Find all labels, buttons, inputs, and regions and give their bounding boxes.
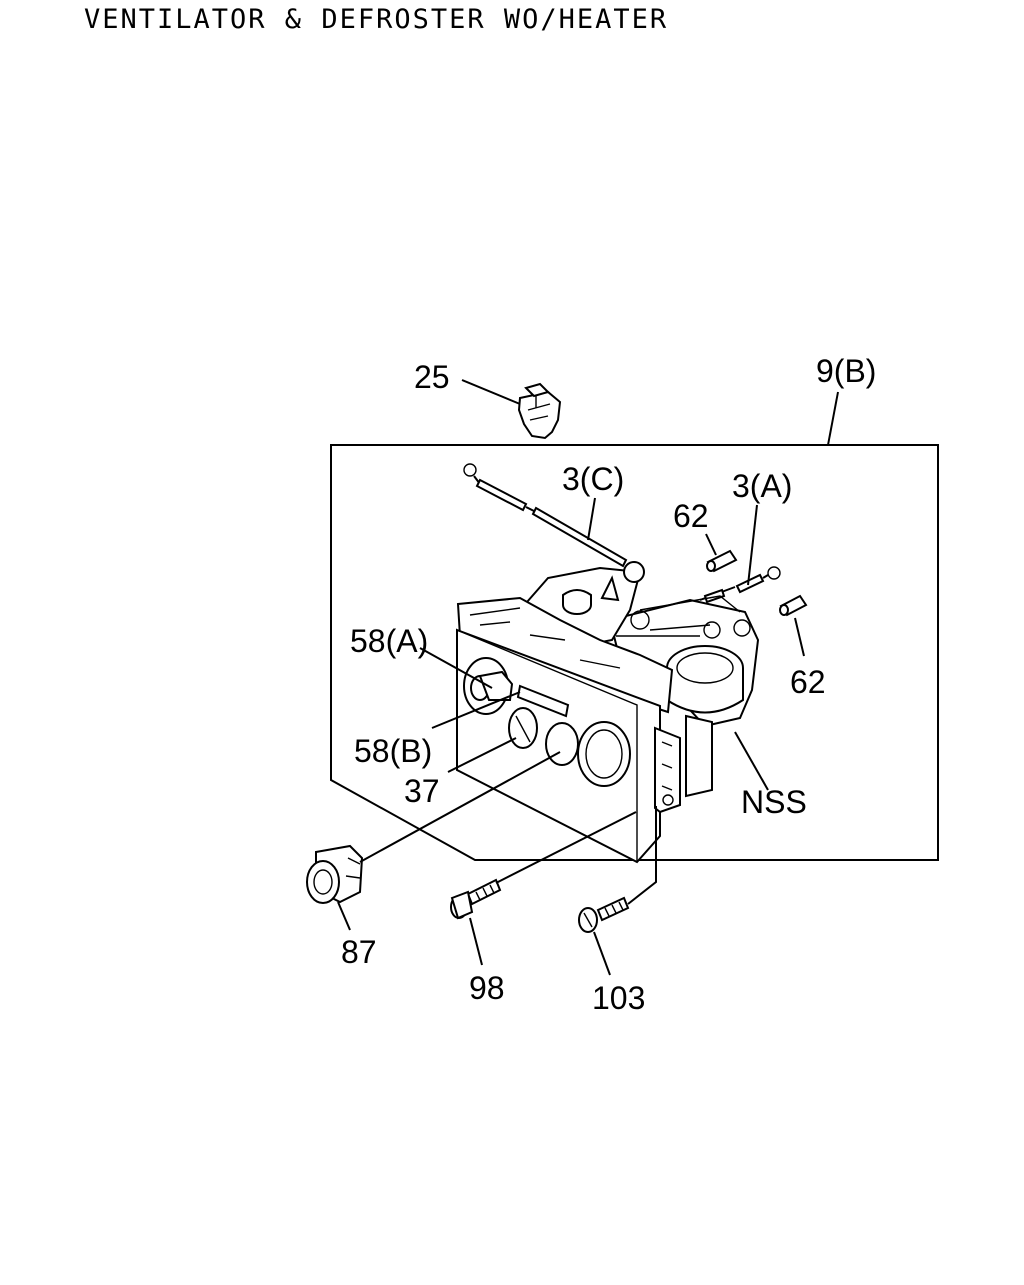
part-3c-cable bbox=[463, 463, 643, 579]
part-25-clip bbox=[517, 382, 562, 440]
assembly-boundary bbox=[330, 444, 939, 861]
label-62-right: 62 bbox=[790, 664, 826, 700]
label-9b: 9(B) bbox=[816, 353, 876, 389]
label-3a: 3(A) bbox=[732, 468, 792, 504]
leader-lines bbox=[337, 379, 839, 976]
part-62-pin-top bbox=[706, 549, 738, 573]
control-unit-housing bbox=[456, 561, 760, 864]
label-103: 103 bbox=[592, 980, 645, 1016]
label-25: 25 bbox=[414, 359, 450, 395]
part-98-screw bbox=[450, 878, 502, 920]
label-58b: 58(B) bbox=[354, 733, 432, 769]
label-87: 87 bbox=[341, 934, 377, 970]
part-3a-cable bbox=[699, 566, 781, 604]
label-98: 98 bbox=[469, 970, 505, 1006]
part-103-screw bbox=[578, 896, 630, 933]
label-58a: 58(A) bbox=[350, 623, 428, 659]
label-nss: NSS bbox=[741, 784, 807, 820]
label-37: 37 bbox=[404, 773, 440, 809]
label-62-top: 62 bbox=[673, 498, 709, 534]
part-87-knob bbox=[306, 844, 364, 904]
diagram-title: VENTILATOR & DEFROSTER WO/HEATER bbox=[84, 4, 669, 35]
part-62-pin-right bbox=[779, 594, 808, 617]
label-3c: 3(C) bbox=[562, 461, 624, 497]
